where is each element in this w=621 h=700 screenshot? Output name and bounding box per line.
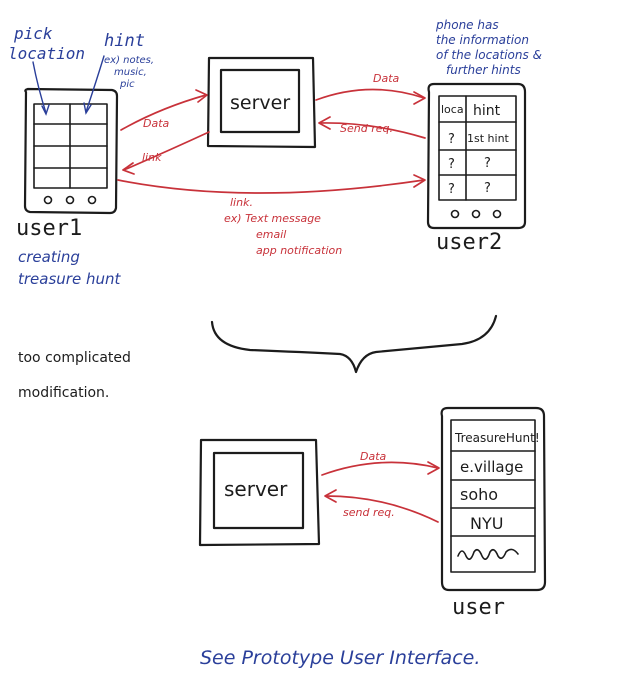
phone-info-2: the information bbox=[436, 33, 529, 47]
pick-location-arrow bbox=[32, 61, 50, 116]
bottom-item-soho: soho bbox=[460, 485, 498, 504]
arrow-server-to-user1 bbox=[122, 131, 210, 175]
server-top-label: server bbox=[230, 92, 290, 114]
link-ex-3: app notification bbox=[256, 244, 342, 257]
too-complicated-label: too complicated bbox=[18, 350, 131, 366]
server-bottom-label: server bbox=[224, 477, 288, 501]
phone-info-3: of the locations & bbox=[436, 48, 542, 62]
user2-label: user2 bbox=[436, 230, 502, 255]
phone-info-4: further hints bbox=[446, 63, 521, 77]
table-cell-r1c2: 1st hint bbox=[467, 132, 510, 145]
send-req-top-label: Send req. bbox=[340, 122, 393, 135]
bottom-item-evillage: e.village bbox=[460, 458, 523, 476]
link-ex-1: ex) Text message bbox=[224, 212, 321, 225]
hint-ex-1: ex) notes, bbox=[104, 55, 154, 66]
pick-label-1: pick bbox=[13, 24, 53, 43]
hint-ex-3: pic bbox=[119, 79, 135, 90]
table-cell-r1c1: ? bbox=[448, 132, 455, 147]
footer-note: See Prototype User Interface. bbox=[200, 647, 480, 669]
table-cell-r3c1: ? bbox=[448, 182, 455, 197]
bottom-item-title: TreasureHunt! bbox=[454, 431, 540, 445]
arrow-user2-to-server bbox=[318, 116, 426, 139]
user1-label: user1 bbox=[16, 216, 82, 241]
server-top bbox=[206, 56, 317, 149]
hint-label: hint bbox=[104, 31, 145, 51]
arrow-user-to-server-bottom bbox=[324, 489, 439, 523]
bottom-item-nyu: NYU bbox=[470, 514, 503, 533]
scribble-icon bbox=[457, 548, 519, 560]
modification-label: modification. bbox=[18, 385, 109, 401]
phone-info-1: phone has bbox=[435, 18, 499, 32]
data-label-bottom: Data bbox=[360, 450, 387, 463]
send-req-bottom-label: send req. bbox=[343, 506, 395, 519]
server-bottom bbox=[198, 438, 321, 547]
table-cell-r3c2: ? bbox=[484, 181, 491, 196]
link-label-bottom: link. bbox=[230, 196, 253, 209]
link-ex-2: email bbox=[256, 228, 286, 241]
pick-label-2: location bbox=[8, 44, 85, 63]
arrow-user1-to-server bbox=[120, 89, 208, 131]
table-header-hint: hint bbox=[473, 103, 501, 119]
table-cell-r2c1: ? bbox=[448, 157, 455, 172]
user2-phone bbox=[426, 82, 527, 230]
table-header-location: loca bbox=[441, 103, 464, 116]
hint-ex-2: music, bbox=[114, 67, 147, 78]
hint-arrow bbox=[83, 55, 105, 115]
data-label-left: Data bbox=[143, 117, 170, 130]
table-cell-r2c2: ? bbox=[484, 156, 491, 171]
creating-label-1: creating bbox=[18, 248, 80, 266]
bottom-phone bbox=[440, 406, 547, 592]
creating-label-2: treasure hunt bbox=[18, 270, 121, 288]
link-label-left: link bbox=[142, 151, 162, 164]
user-bottom-label: user bbox=[452, 595, 505, 620]
arrow-server-to-user2 bbox=[315, 88, 426, 105]
arrow-server-to-user-bottom bbox=[321, 461, 440, 476]
arrow-user1-to-user2 bbox=[117, 174, 426, 194]
user1-phone bbox=[23, 87, 119, 215]
data-label-right: Data bbox=[373, 72, 400, 85]
curly-brace bbox=[210, 314, 498, 374]
